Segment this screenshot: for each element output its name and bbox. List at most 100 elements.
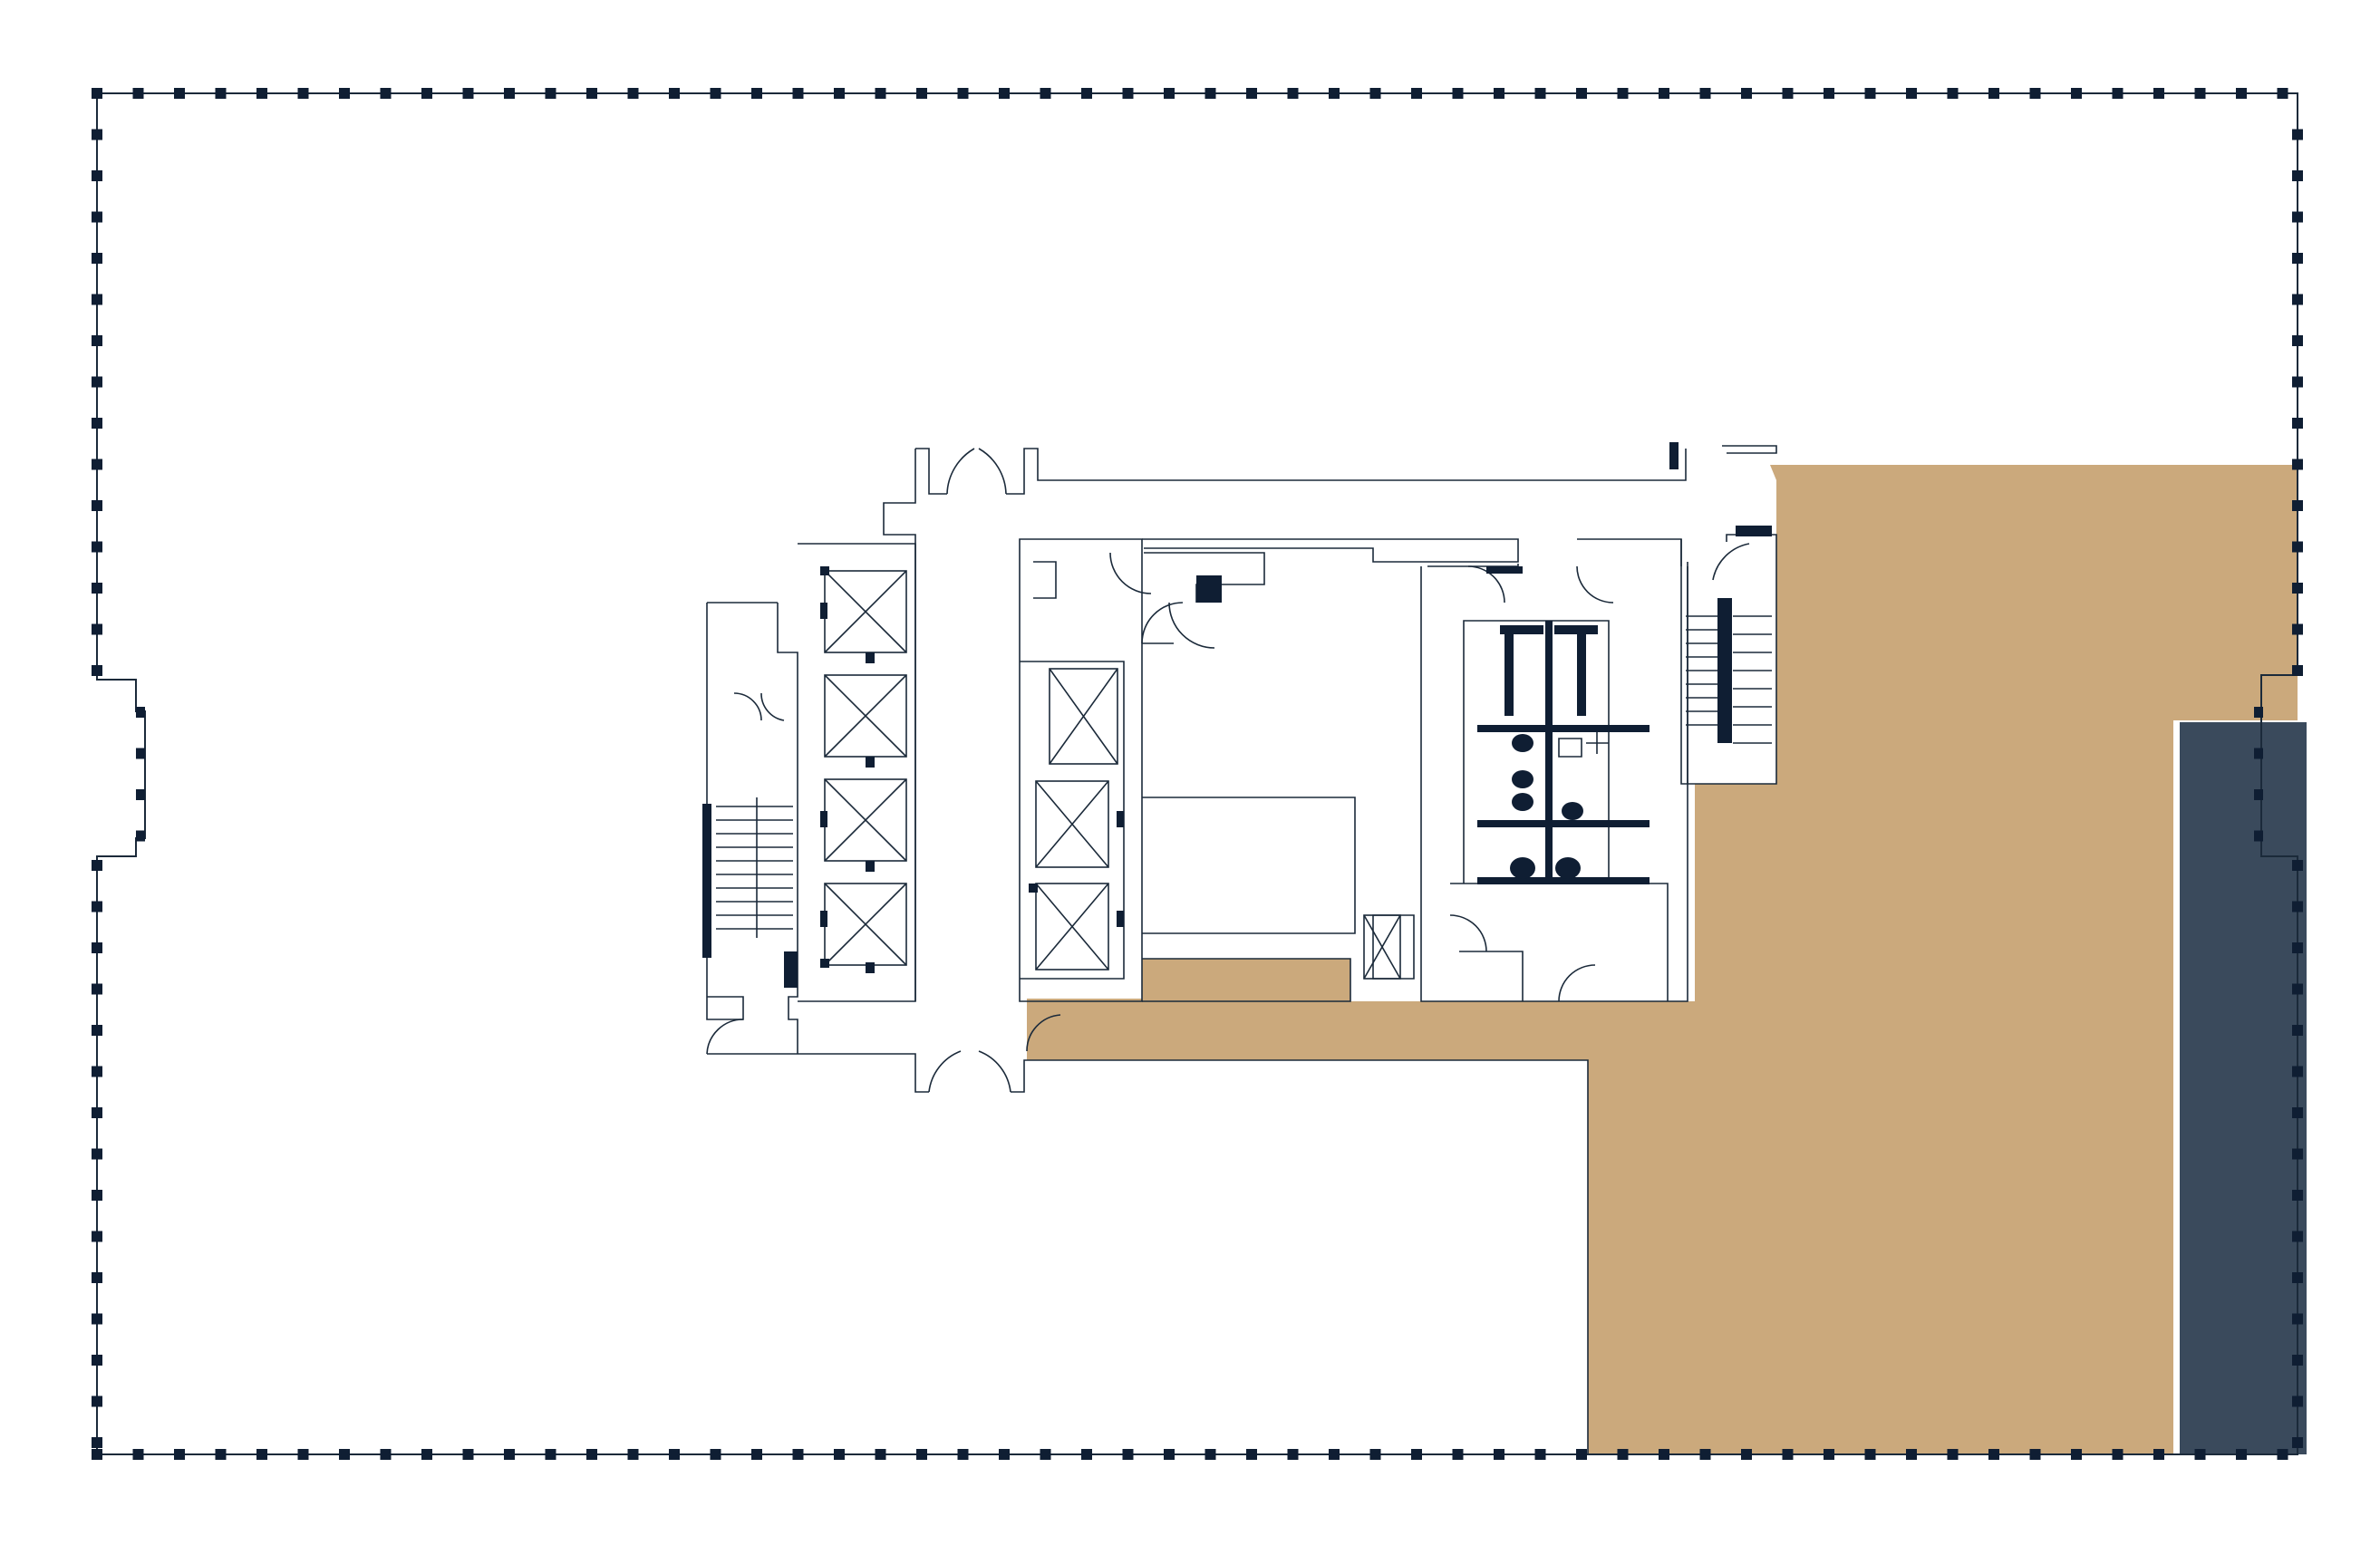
perimeter-column xyxy=(2254,707,2263,718)
perimeter-column xyxy=(1534,88,1546,99)
perimeter-column xyxy=(2292,376,2303,388)
highlight-zone-navy[interactable] xyxy=(2180,722,2307,1454)
perimeter-column xyxy=(92,942,102,953)
perimeter-column xyxy=(2292,253,2303,264)
perimeter-column xyxy=(1369,1449,1381,1460)
perimeter-column xyxy=(792,1449,804,1460)
east-stair-landing-wall xyxy=(1736,526,1772,536)
elevator-icon xyxy=(1035,780,1109,868)
perimeter-column xyxy=(92,860,102,871)
perimeter-column xyxy=(1205,88,1216,99)
exterior-wall xyxy=(92,88,2303,1460)
perimeter-column xyxy=(2292,665,2303,676)
perimeter-column xyxy=(2292,335,2303,346)
perimeter-column xyxy=(92,1025,102,1036)
building-core xyxy=(702,442,1777,1454)
perimeter-column xyxy=(2254,830,2263,842)
perimeter-column xyxy=(1369,88,1381,99)
perimeter-column xyxy=(2277,1449,2288,1460)
perimeter-column xyxy=(92,459,102,470)
door-icon xyxy=(1558,964,1596,1002)
west-elevator-shaft-outline xyxy=(798,543,916,1002)
core-column xyxy=(1029,884,1038,893)
perimeter-column xyxy=(1824,1449,1834,1460)
door-icon xyxy=(1449,914,1487,952)
elevator-icon xyxy=(824,883,907,966)
perimeter-column xyxy=(2292,1437,2303,1448)
perimeter-column xyxy=(2112,1449,2124,1460)
perimeter-column xyxy=(751,1449,762,1460)
perimeter-column xyxy=(999,88,1010,99)
perimeter-column xyxy=(462,1449,474,1460)
core-column xyxy=(866,861,875,872)
perimeter-column xyxy=(627,1449,639,1460)
perimeter-column xyxy=(256,1449,267,1460)
perimeter-column xyxy=(2194,1449,2206,1460)
perimeter-column xyxy=(1947,1449,1959,1460)
perimeter-column xyxy=(380,88,392,99)
perimeter-column xyxy=(1246,1449,1257,1460)
perimeter-column xyxy=(92,1190,102,1201)
perimeter-column xyxy=(92,1437,102,1448)
perimeter-column xyxy=(1246,88,1257,99)
perimeter-column xyxy=(2277,88,2288,99)
east-stair-wall xyxy=(1717,598,1732,743)
toilet-icon xyxy=(1512,793,1533,811)
perimeter-column xyxy=(174,88,185,99)
perimeter-column xyxy=(421,88,432,99)
door-icon xyxy=(946,448,1007,495)
highlight-zone-tan[interactable] xyxy=(1027,465,2298,1454)
door-icon xyxy=(1026,1014,1061,1052)
east-stair-treads xyxy=(1686,615,1772,744)
perimeter-column xyxy=(1164,88,1175,99)
perimeter-column xyxy=(2254,789,2263,800)
perimeter-column xyxy=(1122,1449,1134,1460)
perimeter-column xyxy=(2292,1066,2303,1077)
core-column xyxy=(1196,575,1222,603)
perimeter-column xyxy=(92,294,102,305)
perimeter-column xyxy=(1617,88,1629,99)
perimeter-column xyxy=(1452,1449,1464,1460)
perimeter-column xyxy=(92,1313,102,1325)
perimeter-column xyxy=(132,1449,144,1460)
perimeter-column xyxy=(92,1107,102,1118)
east-elevator-shaft-outline xyxy=(1019,538,1143,1002)
doors xyxy=(706,448,1750,1093)
perimeter-column xyxy=(1659,1449,1669,1460)
perimeter-column xyxy=(297,88,309,99)
perimeter-column xyxy=(586,1449,597,1460)
perimeter-column xyxy=(999,1449,1010,1460)
perimeter-column xyxy=(92,901,102,913)
perimeter-column xyxy=(710,88,721,99)
toilet-icon xyxy=(1562,802,1583,820)
west-stair-treads xyxy=(716,797,793,938)
door-icon xyxy=(1712,543,1750,581)
perimeter-column xyxy=(256,88,267,99)
perimeter-column xyxy=(136,789,145,800)
perimeter-column xyxy=(957,1449,969,1460)
perimeter-column xyxy=(92,211,102,223)
perimeter-column xyxy=(92,170,102,181)
perimeter-column xyxy=(92,583,102,594)
perimeter-column xyxy=(2292,1148,2303,1160)
perimeter-column xyxy=(1164,1449,1175,1460)
perimeter-column xyxy=(2292,983,2303,995)
perimeter-column xyxy=(2292,1231,2303,1242)
perimeter-column xyxy=(92,1231,102,1242)
elevator-icon xyxy=(824,570,907,653)
zone-layer xyxy=(1027,465,2307,1454)
perimeter-column xyxy=(1205,1449,1216,1460)
perimeter-column xyxy=(297,1449,309,1460)
door-icon xyxy=(1109,552,1152,594)
perimeter-column xyxy=(2292,500,2303,511)
perimeter-column xyxy=(504,1449,515,1460)
perimeter-column xyxy=(586,88,597,99)
perimeter-column xyxy=(380,1449,392,1460)
door-icon xyxy=(733,692,785,721)
perimeter-column xyxy=(2292,170,2303,181)
central-service-room xyxy=(1142,538,1688,1002)
core-column xyxy=(1486,566,1523,574)
perimeter-column xyxy=(92,1148,102,1160)
elevator-icon xyxy=(1049,668,1118,765)
perimeter-column xyxy=(545,88,556,99)
